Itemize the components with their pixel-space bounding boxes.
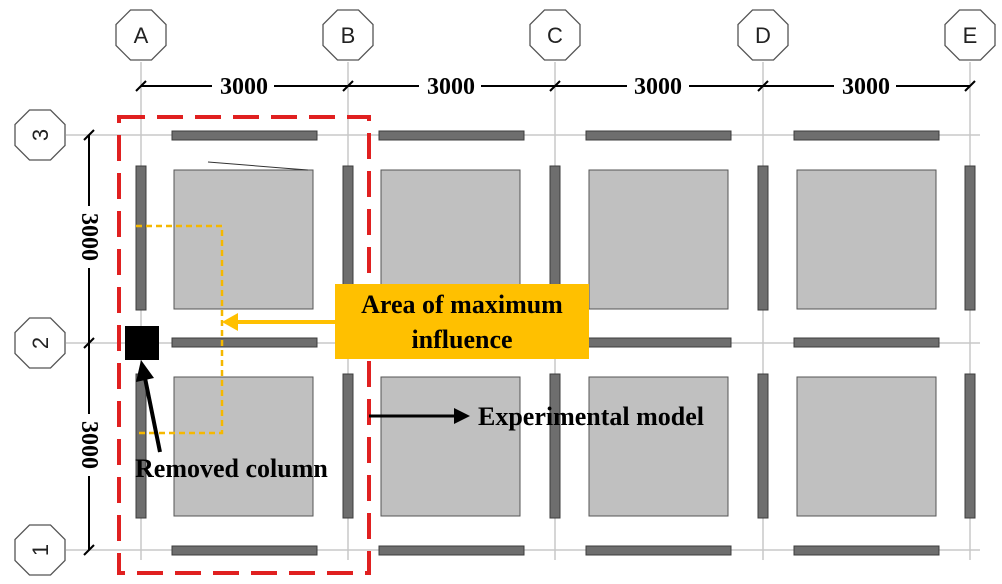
beam (135, 373, 147, 519)
arrow-left-icon (222, 313, 238, 331)
octagon-marker-icon (14, 524, 66, 576)
octagon-marker-icon (115, 9, 167, 61)
row-markers: 3 2 1 (14, 109, 66, 576)
octagon-marker-icon (529, 9, 581, 61)
influence-label-box (335, 284, 589, 359)
grid-label-3: 3 (28, 129, 53, 141)
beam (171, 337, 318, 348)
removed-column-arrow-line (143, 377, 162, 453)
experimental-model-callout: Experimental model (369, 402, 704, 431)
grid-marker-3: 3 (14, 109, 66, 161)
beam (342, 373, 354, 519)
dimension-ticks (135, 80, 976, 92)
beam (964, 165, 976, 311)
vertical-dimension: 3000 3000 (76, 129, 102, 556)
slab (173, 169, 314, 310)
dimension-label-21: 3000 (76, 421, 102, 469)
slab (380, 376, 521, 517)
slabs (173, 169, 937, 517)
grid-marker-E: E (944, 9, 996, 61)
slab (588, 376, 729, 517)
beams (135, 130, 976, 556)
beam (171, 545, 318, 556)
arrow-up-icon (136, 360, 154, 382)
dimension-label-DE: 3000 (842, 74, 890, 100)
beam (757, 373, 769, 519)
dim-label-bg (834, 73, 896, 97)
octagon-marker-icon (14, 317, 66, 369)
beam (171, 130, 318, 141)
beam (378, 545, 525, 556)
beam (585, 130, 732, 141)
grid-marker-1: 1 (14, 524, 66, 576)
grid-label-1: 1 (28, 544, 53, 556)
slab (588, 169, 729, 310)
beam (585, 545, 732, 556)
tick-mark (135, 80, 147, 92)
tick-mark (757, 80, 769, 92)
octagon-marker-icon (944, 9, 996, 61)
grid-marker-C: C (529, 9, 581, 61)
beam (378, 130, 525, 141)
tick-mark (549, 80, 561, 92)
experimental-model-label: Experimental model (478, 402, 704, 431)
influence-area-outline (136, 224, 224, 435)
dimension-label-AB: 3000 (220, 74, 268, 100)
beam (135, 165, 147, 311)
tick-mark (83, 337, 95, 349)
beam (549, 373, 561, 519)
tick-mark (83, 129, 95, 141)
column-markers: A B C D E (115, 9, 996, 61)
dimension-ticks (83, 129, 95, 556)
crack-line (207, 161, 309, 171)
beam (757, 165, 769, 311)
removed-column-label: Removed column (135, 454, 328, 483)
beam (964, 373, 976, 519)
dim-label-bg (77, 206, 101, 268)
tick-mark (83, 544, 95, 556)
grid-label-B: B (341, 23, 356, 48)
tick-mark (964, 80, 976, 92)
slab (796, 169, 937, 310)
influence-dashed-line (136, 224, 224, 435)
slab (796, 376, 937, 517)
influence-callout: Area of maximum influence (222, 284, 589, 359)
octagon-marker-icon (737, 9, 789, 61)
dimension-label-32: 3000 (76, 213, 102, 261)
dim-label-bg (627, 73, 689, 97)
beam (793, 130, 940, 141)
grid-marker-D: D (737, 9, 789, 61)
dim-label-bg (77, 414, 101, 476)
grid-label-C: C (547, 23, 563, 48)
grid-marker-B: B (322, 9, 374, 61)
grid-label-A: A (134, 23, 149, 48)
slab (173, 376, 314, 517)
horizontal-dimension: 3000 3000 3000 3000 (135, 73, 976, 100)
beam (793, 545, 940, 556)
influence-label-line1: Area of maximum (361, 290, 563, 319)
dimension-label-BC: 3000 (427, 74, 475, 100)
influence-label-line2: influence (411, 325, 512, 354)
removed-column-callout: Removed column (135, 360, 328, 483)
beam (793, 337, 940, 348)
tick-mark (342, 80, 354, 92)
octagon-marker-icon (322, 9, 374, 61)
dim-label-bg (212, 73, 274, 97)
grid-marker-A: A (115, 9, 167, 61)
beam (585, 337, 732, 348)
arrow-right-icon (454, 408, 470, 424)
dimension-label-CD: 3000 (634, 74, 682, 100)
dim-label-bg (419, 73, 481, 97)
grid-marker-2: 2 (14, 317, 66, 369)
removed-column (125, 326, 159, 360)
grid-label-2: 2 (28, 337, 53, 349)
grid-label-D: D (755, 23, 771, 48)
octagon-marker-icon (14, 109, 66, 161)
grid-label-E: E (963, 23, 978, 48)
